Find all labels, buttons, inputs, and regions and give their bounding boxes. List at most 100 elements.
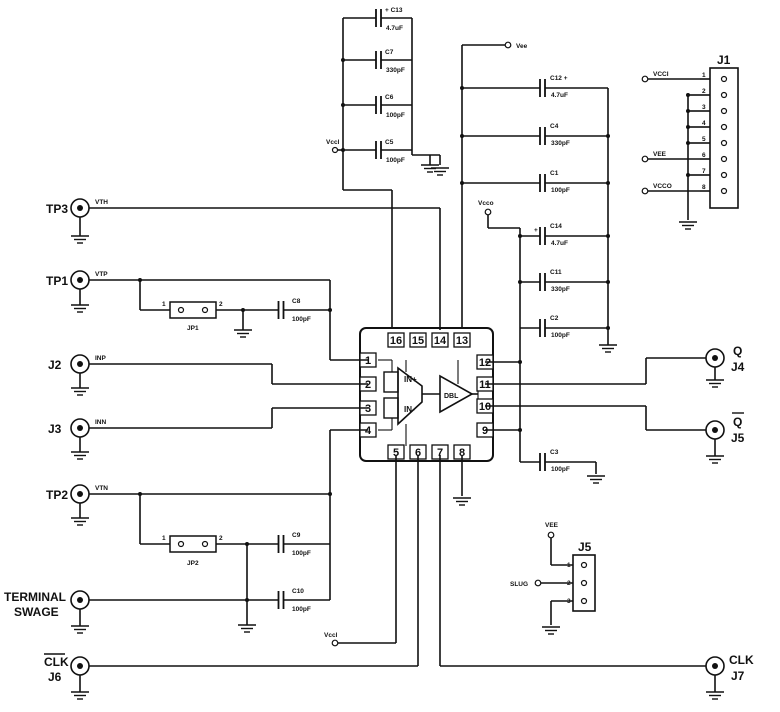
capacitor-c11	[539, 272, 546, 292]
terminal-swage-connector: TERMINAL SWAGE C10 100pF	[4, 544, 331, 634]
vee-test-point	[504, 41, 512, 49]
jp1-pin2-label: 2	[219, 301, 223, 308]
chip-pin-6: 6	[415, 447, 421, 459]
vcci-label: VCCI	[653, 71, 669, 78]
chip-pin-13: 13	[456, 335, 468, 347]
j3-connector: J3 INN	[48, 407, 368, 460]
c8-value: 100pF	[292, 316, 311, 323]
chip-pin-9: 9	[482, 425, 488, 437]
c10-value: 100pF	[292, 606, 311, 613]
capacitor-c9	[277, 534, 285, 554]
j1-pin-2: 2	[702, 88, 706, 95]
chip-pin-3: 3	[365, 403, 371, 415]
j1-ref: J1	[717, 53, 731, 67]
j6-label: J6	[48, 670, 62, 684]
c11-ref: C11	[550, 269, 562, 276]
j1-pin-4-hole	[720, 123, 728, 131]
j1-pin-1: 1	[702, 72, 706, 79]
tp3-connector: TP3 VTH	[46, 198, 441, 330]
j1-pin-7-hole	[720, 171, 728, 179]
chip-pin-11: 11	[479, 379, 491, 391]
c3-value: 100pF	[551, 466, 570, 473]
c14-ref: C14	[550, 223, 562, 230]
vccl-label-top: Vccl	[326, 139, 340, 146]
capacitor-c10	[277, 590, 285, 610]
chip-pin-7: 7	[437, 447, 443, 459]
chip-pin-14: 14	[434, 335, 447, 347]
c3-ref: C3	[550, 449, 559, 456]
chip-pin-12: 12	[479, 357, 491, 369]
c7-value: 330pF	[386, 67, 405, 74]
tp1-connector: TP1 VTP 1 2 JP1 C8 100pF	[46, 270, 368, 361]
capacitor-c6	[375, 95, 382, 115]
vcco-test-point	[484, 208, 492, 216]
inp-label: INP	[95, 355, 107, 362]
capacitor-c4	[539, 126, 546, 146]
jumper-jp2[interactable]	[169, 535, 217, 553]
capacitor-c3	[539, 452, 546, 472]
inn-label: INN	[95, 419, 107, 426]
vee-j5-label: VEE	[545, 522, 559, 529]
j1-pin-2-hole	[720, 91, 728, 99]
jumper-jp1[interactable]	[169, 301, 217, 319]
c14-plus: +	[534, 227, 538, 234]
j5-connector: Q J5	[485, 405, 745, 464]
vccl-test-point-top	[331, 146, 339, 154]
chip-pin-16-box	[387, 332, 405, 348]
c9-ref: C9	[292, 532, 301, 539]
chip-pin-15-box	[409, 332, 427, 348]
j1-pin-4: 4	[702, 120, 706, 127]
c11-value: 330pF	[551, 286, 570, 293]
jp1-pin1-label: 1	[162, 301, 166, 308]
clk-bar-label: CLK	[44, 655, 69, 669]
j4-connector: Q J4	[485, 344, 745, 388]
tp3-label: TP3	[46, 202, 68, 216]
j1-pin-6: 6	[702, 152, 706, 159]
chip-pin-1: 1	[365, 355, 371, 367]
c3-network: C3 100pF	[485, 330, 606, 484]
jp2-label: JP2	[187, 560, 199, 567]
vtp-label: VTP	[95, 271, 108, 278]
j5-header-ref: J5	[578, 540, 592, 554]
j1-pin-1-hole	[720, 75, 728, 83]
capacitor-c5	[375, 140, 382, 160]
terminal-label: TERMINAL	[4, 590, 66, 604]
slug-label: SLUG	[510, 581, 528, 588]
svg-text:DBL: DBL	[444, 393, 459, 400]
capacitor-c7	[375, 50, 382, 70]
tp2-connector: TP2 VTN 1 2 JP2 C9 100pF	[46, 429, 368, 567]
jp2-pin1-label: 1	[162, 535, 166, 542]
chip-pin-8: 8	[459, 447, 465, 459]
j1-pin-8-hole	[720, 187, 728, 195]
c5-value: 100pF	[386, 157, 405, 164]
j1-pin-8: 8	[702, 184, 706, 191]
j7-connector: CLK J7	[439, 455, 754, 700]
j5-label: J5	[731, 431, 745, 445]
svg-text:IN+: IN+	[404, 375, 417, 384]
c13-value: 4.7uF	[386, 25, 403, 32]
j4-label: J4	[731, 360, 745, 374]
c13-ref: + C13	[385, 7, 403, 14]
top-decoupling-network: + C13 4.7uF C7 330pF C6 100pF C5 100pF V…	[326, 7, 450, 330]
c10-ref: C10	[292, 588, 304, 595]
chip-pin-13-box	[453, 332, 471, 348]
c4-ref: C4	[550, 123, 559, 130]
j2-connector: J2 INP	[48, 354, 368, 396]
j6-connector: CLK J6	[44, 455, 419, 700]
j1-pin-5: 5	[702, 136, 706, 143]
chip-pin-4: 4	[365, 425, 372, 437]
c12-value: 4.7uF	[551, 92, 568, 99]
c6-value: 100pF	[386, 112, 405, 119]
chip-pin-5: 5	[393, 447, 399, 459]
j7-label: J7	[731, 669, 745, 683]
capacitor-c1	[539, 173, 546, 193]
c4-value: 330pF	[551, 140, 570, 147]
c8-ref: C8	[292, 298, 301, 305]
chip-pin-14-box	[431, 332, 449, 348]
vth-label: VTH	[95, 199, 108, 206]
c5-ref: C5	[385, 139, 394, 146]
capacitor-c13	[375, 8, 382, 28]
